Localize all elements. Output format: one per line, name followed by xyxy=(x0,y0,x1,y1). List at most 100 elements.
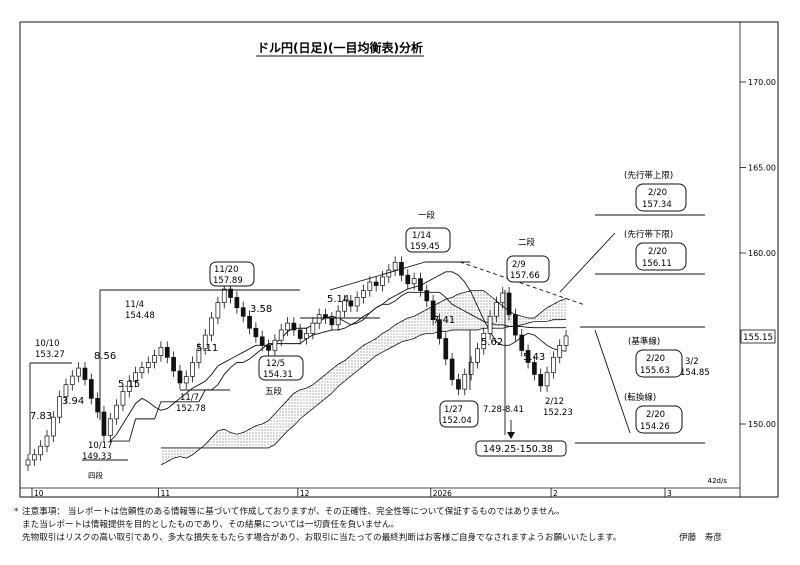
current-price-label: 155.15 xyxy=(743,333,773,343)
candle-body xyxy=(69,375,75,386)
box-1120-value: 157.89 xyxy=(213,276,243,286)
annot-515: 5.15 xyxy=(118,379,140,390)
box-kijun xyxy=(635,349,683,378)
candle-body xyxy=(424,290,430,302)
candle-body xyxy=(234,297,240,309)
annot-kijun-title: (基準線) xyxy=(628,336,660,347)
candle-body xyxy=(228,288,233,298)
candle-body xyxy=(171,356,176,372)
annot-1010-date: 10/10 xyxy=(35,339,60,349)
candle-body xyxy=(513,314,518,336)
candle-body xyxy=(177,370,183,384)
box-senko-upper-date: 2/20 xyxy=(648,188,667,198)
candle-body xyxy=(272,339,278,351)
candle-body xyxy=(164,347,170,358)
boxed-annotations: 11/20 157.89 12/5 154.31 1/14 159.45 1/2… xyxy=(209,183,687,457)
disclaimer-line-3: 先物取引はリスクの高い取引であり、多大な損失をもたらす場合があり、お取引に当たっ… xyxy=(14,532,794,545)
candle-body xyxy=(196,348,202,363)
candle-body xyxy=(506,292,512,315)
x-tick-label: 11 xyxy=(161,489,171,498)
box-212-value: 152.23 xyxy=(543,408,573,418)
box-senko-lower-value: 156.11 xyxy=(642,259,672,269)
candle-body xyxy=(190,362,195,377)
candle-body xyxy=(247,315,252,329)
candle-body xyxy=(373,281,379,286)
box-target xyxy=(475,440,567,457)
candle-body xyxy=(215,302,221,319)
y-tick-label: 165.00 xyxy=(748,164,776,173)
guide-arrow-head xyxy=(507,432,515,439)
box-senko-lower-date: 2/20 xyxy=(648,247,667,257)
candle-body xyxy=(494,302,499,317)
annot-senko-upper-title: (先行帯上限) xyxy=(624,170,673,181)
x-tick-label: 3 xyxy=(667,489,672,498)
candle-body xyxy=(462,374,468,390)
y-tick-label: 170.00 xyxy=(748,78,776,87)
annot-728-841: 7.28-8.41 xyxy=(483,405,524,415)
candle-body xyxy=(519,334,525,351)
annot-741: 7.41 xyxy=(433,315,455,326)
analysis-guides xyxy=(29,214,705,461)
chart-title: ドル円(日足)(一目均衡表)分析 xyxy=(257,40,423,55)
y-tick-label: 150.00 xyxy=(748,420,776,429)
disclaimer-star: * xyxy=(14,507,19,517)
annot-ichidan: 一段 xyxy=(418,210,436,221)
x-tick-label: 2026 xyxy=(433,489,452,498)
author-name: 伊藤 寿彦 xyxy=(679,533,722,543)
candle-body xyxy=(430,300,436,321)
box-125-date: 12/5 xyxy=(266,359,285,369)
annot-856: 8.56 xyxy=(94,351,116,362)
box-tenkan-date: 2/20 xyxy=(646,410,665,420)
annot-1010-value: 153.27 xyxy=(35,350,65,360)
box-29-date: 2/9 xyxy=(512,260,526,270)
box-1120 xyxy=(209,261,255,287)
candle-body xyxy=(367,281,373,291)
guide-dashed xyxy=(459,261,586,306)
candle-body xyxy=(304,333,309,339)
candle-body xyxy=(392,262,398,271)
candle-body xyxy=(76,367,81,377)
candle-body xyxy=(88,379,94,399)
candle-body xyxy=(456,379,461,390)
candle-body xyxy=(266,344,271,351)
candle-body xyxy=(538,374,544,387)
disclaimer: * 注意事項： 当レポートは信頼性のある情報等に基づいて作成しておりますが、その… xyxy=(14,506,794,545)
box-125 xyxy=(258,355,304,381)
box-29-value: 157.66 xyxy=(510,271,540,281)
candle-body xyxy=(481,333,487,350)
guide-diag-1 xyxy=(329,261,426,291)
candle-body xyxy=(126,380,132,392)
box-212-date: 2/12 xyxy=(545,397,564,407)
candle-body xyxy=(63,384,69,397)
annot-senko-lower-title: (先行帯下限) xyxy=(624,229,673,240)
box-target-value: 149.25-150.38 xyxy=(483,444,553,455)
box-114-value: 159.45 xyxy=(410,242,440,252)
candle-body xyxy=(500,292,506,303)
candle-body xyxy=(544,372,550,387)
annot-114-date: 11/4 xyxy=(125,300,144,310)
annot-yondan: 四段 xyxy=(88,470,103,480)
annot-1017-value: 149.33 xyxy=(82,452,112,462)
candle-body xyxy=(532,362,537,375)
candle-body xyxy=(475,348,480,363)
ichimoku-chart: ドル円(日足)(一目均衡表)分析 170.00165.00160.00155.0… xyxy=(19,21,779,498)
candle-body xyxy=(145,362,151,368)
annot-nidan: 二段 xyxy=(518,237,536,248)
candle-body xyxy=(310,322,316,334)
candle-body xyxy=(525,350,531,363)
box-125-value: 154.31 xyxy=(263,370,293,380)
annot-32-date: 3/2 xyxy=(685,357,699,367)
candlesticks xyxy=(25,256,569,472)
candle-body xyxy=(221,288,227,303)
candle-body xyxy=(449,358,455,380)
candle-body xyxy=(259,336,265,346)
annot-117-date: 11/7 xyxy=(180,393,199,403)
period-label: 42d/s xyxy=(708,477,728,485)
annot-394: 3.94 xyxy=(62,396,84,407)
chart-frame xyxy=(19,21,779,498)
box-senko-lower xyxy=(635,242,687,271)
x-tick-label: 10 xyxy=(34,489,44,498)
box-127-date: 1/27 xyxy=(444,405,463,415)
box-tenkan-value: 154.26 xyxy=(640,422,670,432)
